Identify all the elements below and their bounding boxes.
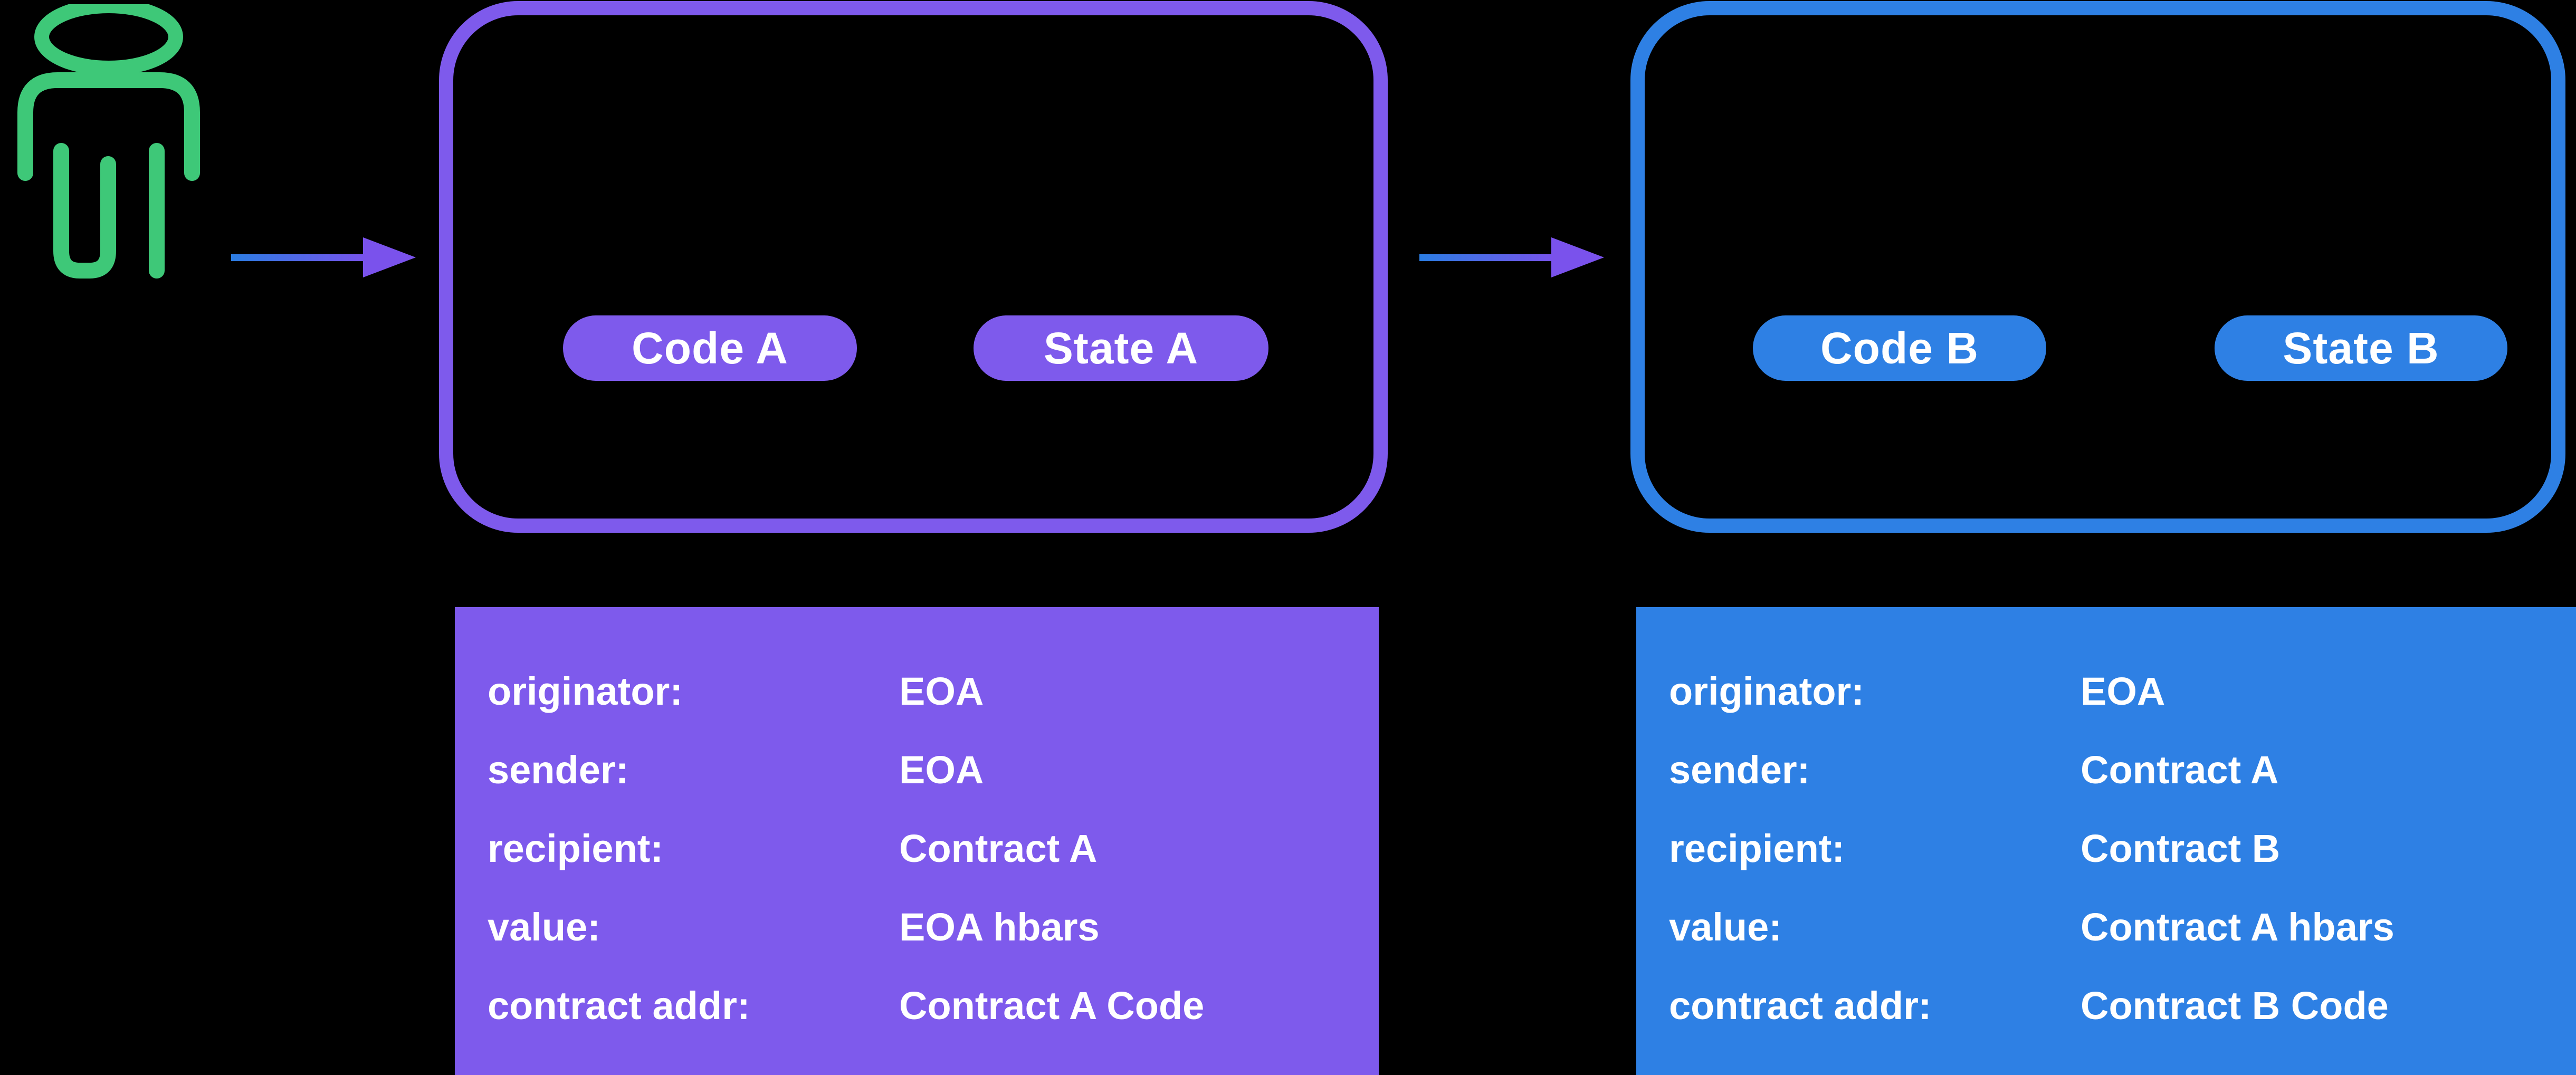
detail-value: Contract A Code: [899, 984, 1205, 1028]
state-b-pill: State B: [2215, 315, 2507, 381]
detail-value: Contract A: [899, 827, 1098, 870]
person-legs: [53, 143, 116, 279]
detail-value: Contract B Code: [2081, 984, 2389, 1028]
contract-b-details-panel: originator: EOA sender: Contract A recip…: [1636, 607, 2576, 1075]
detail-row: sender: EOA: [488, 731, 1358, 809]
arrow-head: [1551, 237, 1604, 277]
code-b-pill: Code B: [1753, 315, 2046, 381]
person-head: [34, 4, 183, 75]
detail-value: EOA: [899, 669, 984, 713]
detail-value: Contract A: [2081, 748, 2279, 792]
person-arms: [17, 72, 200, 181]
arrow-head: [363, 237, 416, 277]
detail-value: EOA hbars: [899, 905, 1100, 949]
detail-row: contract addr: Contract A Code: [488, 966, 1358, 1045]
detail-row: originator: EOA: [488, 652, 1358, 731]
detail-label: originator:: [488, 669, 683, 713]
contract-a-details-panel: originator: EOA sender: EOA recipient: C…: [455, 607, 1379, 1075]
detail-row: contract addr: Contract B Code: [1669, 966, 2555, 1045]
detail-label: value:: [488, 905, 600, 949]
code-a-label: Code A: [632, 323, 788, 373]
detail-value: Contract A hbars: [2081, 905, 2394, 949]
detail-value: Contract B: [2081, 827, 2281, 870]
arrow-right-icon: [231, 237, 416, 277]
state-a-label: State A: [1043, 323, 1199, 373]
contract-a-box: [439, 1, 1388, 533]
detail-label: contract addr:: [488, 984, 750, 1028]
detail-row: recipient: Contract B: [1669, 809, 2555, 888]
detail-row: value: Contract A hbars: [1669, 888, 2555, 966]
detail-label: recipient:: [1669, 827, 1845, 870]
detail-label: value:: [1669, 905, 1782, 949]
detail-label: sender:: [488, 748, 629, 792]
detail-row: recipient: Contract A: [488, 809, 1358, 888]
arrow-right-icon: [1419, 237, 1604, 277]
detail-label: originator:: [1669, 669, 1864, 713]
code-a-pill: Code A: [563, 315, 857, 381]
detail-value: EOA: [2081, 669, 2165, 713]
detail-label: contract addr:: [1669, 984, 1932, 1028]
state-a-pill: State A: [974, 315, 1268, 381]
detail-label: recipient:: [488, 827, 664, 870]
state-b-label: State B: [2283, 323, 2439, 373]
detail-row: value: EOA hbars: [488, 888, 1358, 966]
arrow-shaft: [1419, 254, 1558, 261]
detail-row: sender: Contract A: [1669, 731, 2555, 809]
detail-label: sender:: [1669, 748, 1810, 792]
detail-row: originator: EOA: [1669, 652, 2555, 731]
detail-value: EOA: [899, 748, 984, 792]
person-icon: [17, 4, 200, 279]
code-b-label: Code B: [1820, 323, 1979, 373]
arrow-shaft: [231, 254, 369, 261]
contract-b-box: [1630, 1, 2565, 533]
